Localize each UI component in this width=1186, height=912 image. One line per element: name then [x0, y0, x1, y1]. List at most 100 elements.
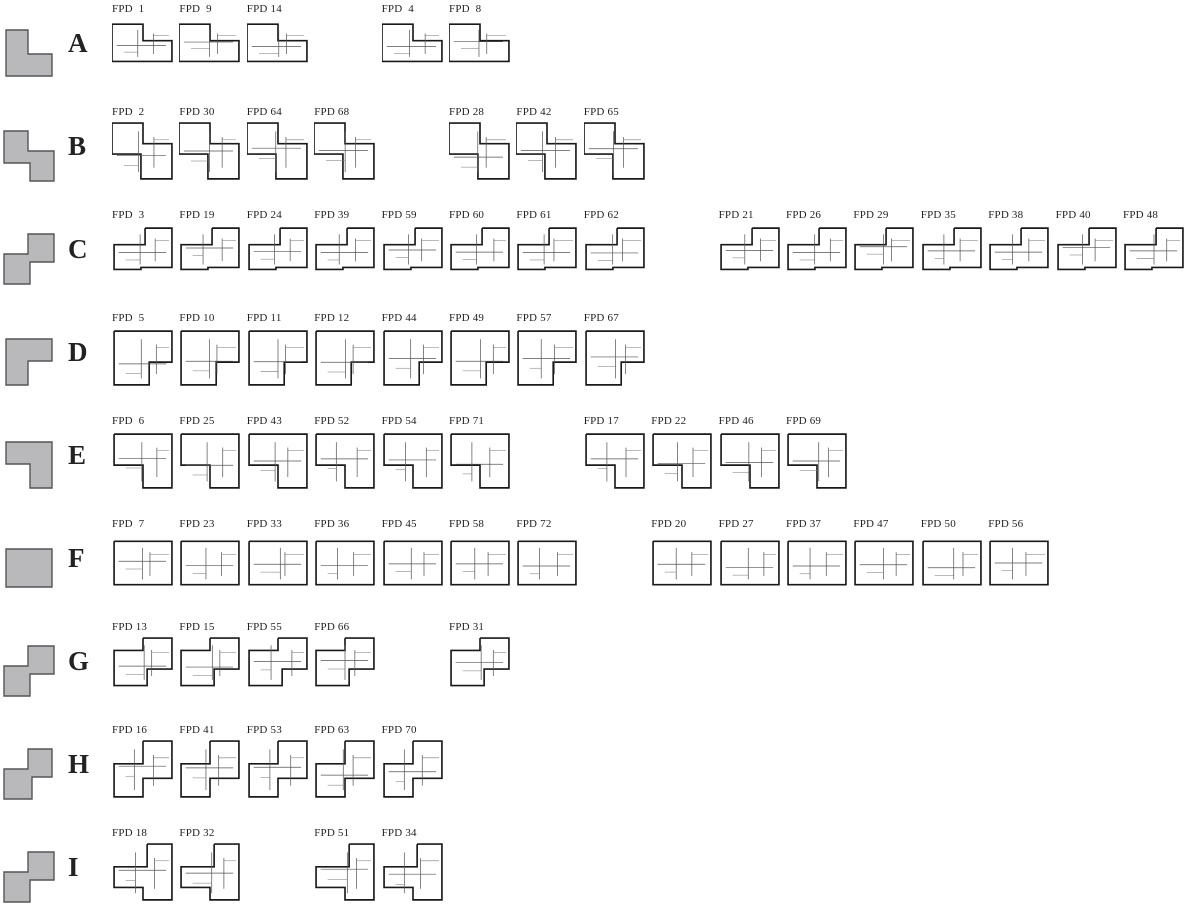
floor-plan-drawing: [517, 540, 578, 586]
floor-plan-item: FPD 23: [179, 517, 245, 617]
floor-plan-drawing: [583, 122, 645, 180]
floor-plan-drawing: [585, 433, 645, 489]
floor-plan-label: FPD 5: [112, 312, 145, 324]
floor-plan-drawing: [113, 637, 173, 687]
floor-plan-label: FPD 50: [920, 518, 956, 530]
floor-plan-label: FPD 48: [1123, 209, 1159, 221]
floor-plan-item: FPD 53: [247, 723, 313, 823]
floor-plan-item: FPD 8: [449, 2, 515, 102]
floor-plan-drawing: [315, 843, 375, 901]
floor-plan-label: FPD 70: [381, 724, 417, 736]
floor-plan-label: FPD 32: [179, 827, 215, 839]
floor-plan-drawing: [179, 23, 241, 63]
floor-plan-label: FPD 57: [516, 312, 552, 324]
floor-plan-drawing: [382, 227, 443, 271]
floor-plan-label: FPD 15: [179, 621, 215, 633]
floor-plan-drawing: [450, 433, 510, 489]
typology-letter: F: [68, 543, 85, 573]
floor-plan-item: FPD 36: [314, 517, 380, 617]
floor-plan-item: FPD 62: [584, 208, 650, 308]
floor-plan-drawing: [180, 740, 241, 798]
floor-plan-item: FPD 42: [516, 105, 582, 205]
floor-plan-label: FPD 13: [112, 621, 148, 633]
floor-plan-label: FPD 42: [516, 106, 552, 118]
floor-plan-item: FPD 50: [921, 517, 987, 617]
floor-plan-label: FPD 7: [112, 518, 145, 530]
floor-plan-drawing: [248, 740, 308, 798]
floor-plan-item: FPD 12: [314, 311, 380, 411]
floor-plan-item: FPD 44: [382, 311, 448, 411]
floor-plan-drawing: [517, 227, 578, 271]
typology-letter: A: [68, 28, 88, 58]
floor-plan-label: FPD 9: [179, 3, 212, 15]
floor-plan-drawing: [248, 637, 308, 687]
typology-letter: H: [68, 749, 90, 779]
floor-plan-label: FPD 2: [112, 106, 145, 118]
floor-plan-item: FPD 2: [112, 105, 178, 205]
floor-plan-item: FPD 37: [786, 517, 852, 617]
floor-plan-label: FPD 17: [583, 415, 619, 427]
floor-plan-label: FPD 44: [381, 312, 417, 324]
floor-plan-item: FPD 22: [651, 414, 717, 514]
floor-plan-label: FPD 59: [381, 209, 417, 221]
floor-plan-label: FPD 63: [314, 724, 350, 736]
floor-plan-drawing: [382, 540, 443, 586]
typology-letter: E: [68, 440, 87, 470]
floor-plan-drawing: [113, 433, 173, 489]
floor-plan-label: FPD 36: [314, 518, 350, 530]
floor-plan-item: FPD 25: [179, 414, 245, 514]
typology-shape-icon: [3, 130, 55, 182]
floor-plan-label: FPD 37: [786, 518, 822, 530]
floor-plan-drawing: [381, 23, 443, 63]
floor-plan-drawing: [854, 227, 915, 271]
floor-plan-item: FPD 41: [179, 723, 245, 823]
floor-plan-label: FPD 62: [583, 209, 619, 221]
floor-plan-item: FPD 47: [853, 517, 919, 617]
floor-plan-drawing: [315, 740, 375, 798]
floor-plan-drawing: [180, 227, 241, 271]
floor-plan-item: FPD 49: [449, 311, 515, 411]
floor-plan-drawing: [922, 540, 982, 586]
floor-plan-label: FPD 72: [516, 518, 552, 530]
floor-plan-label: FPD 61: [516, 209, 552, 221]
floor-plan-label: FPD 64: [246, 106, 282, 118]
floor-plan-label: FPD 51: [314, 827, 350, 839]
floor-plan-drawing: [1124, 227, 1184, 271]
floor-plan-label: FPD 49: [449, 312, 485, 324]
floor-plan-item: FPD 55: [247, 620, 313, 720]
floor-plan-drawing: [112, 23, 173, 63]
typology-shape-icon: [5, 548, 53, 588]
floor-plan-drawing: [248, 540, 308, 586]
floor-plan-item: FPD 59: [382, 208, 448, 308]
floor-plan-label: FPD 52: [314, 415, 350, 427]
floor-plan-item: FPD 66: [314, 620, 380, 720]
floor-plan-label: FPD 16: [112, 724, 148, 736]
typology-letter: D: [68, 337, 88, 367]
floor-plan-label: FPD 66: [314, 621, 350, 633]
floor-plan-item: FPD 17: [584, 414, 650, 514]
floor-plan-item: FPD 63: [314, 723, 380, 823]
floor-plan-label: FPD 22: [651, 415, 687, 427]
floor-plan-drawing: [180, 330, 241, 386]
floor-plan-item: FPD 70: [382, 723, 448, 823]
floor-plan-drawing: [315, 330, 375, 386]
floor-plan-drawing: [450, 637, 510, 687]
floor-plan-drawing: [989, 540, 1049, 586]
floor-plan-label: FPD 31: [449, 621, 485, 633]
floor-plan-item: FPD 4: [381, 2, 448, 102]
floor-plan-label: FPD 69: [786, 415, 822, 427]
floor-plan-drawing: [719, 433, 780, 489]
floor-plan-item: FPD 3: [112, 208, 178, 308]
floor-plan-label: FPD 71: [449, 415, 485, 427]
floor-plan-drawing: [652, 540, 712, 586]
floor-plan-label: FPD 25: [179, 415, 215, 427]
floor-plan-label: FPD 41: [179, 724, 215, 736]
floor-plan-label: FPD 4: [381, 3, 414, 15]
typology-shape-icon: [3, 645, 55, 697]
floor-plan-label: FPD 28: [449, 106, 485, 118]
floor-plan-drawing: [382, 330, 443, 386]
